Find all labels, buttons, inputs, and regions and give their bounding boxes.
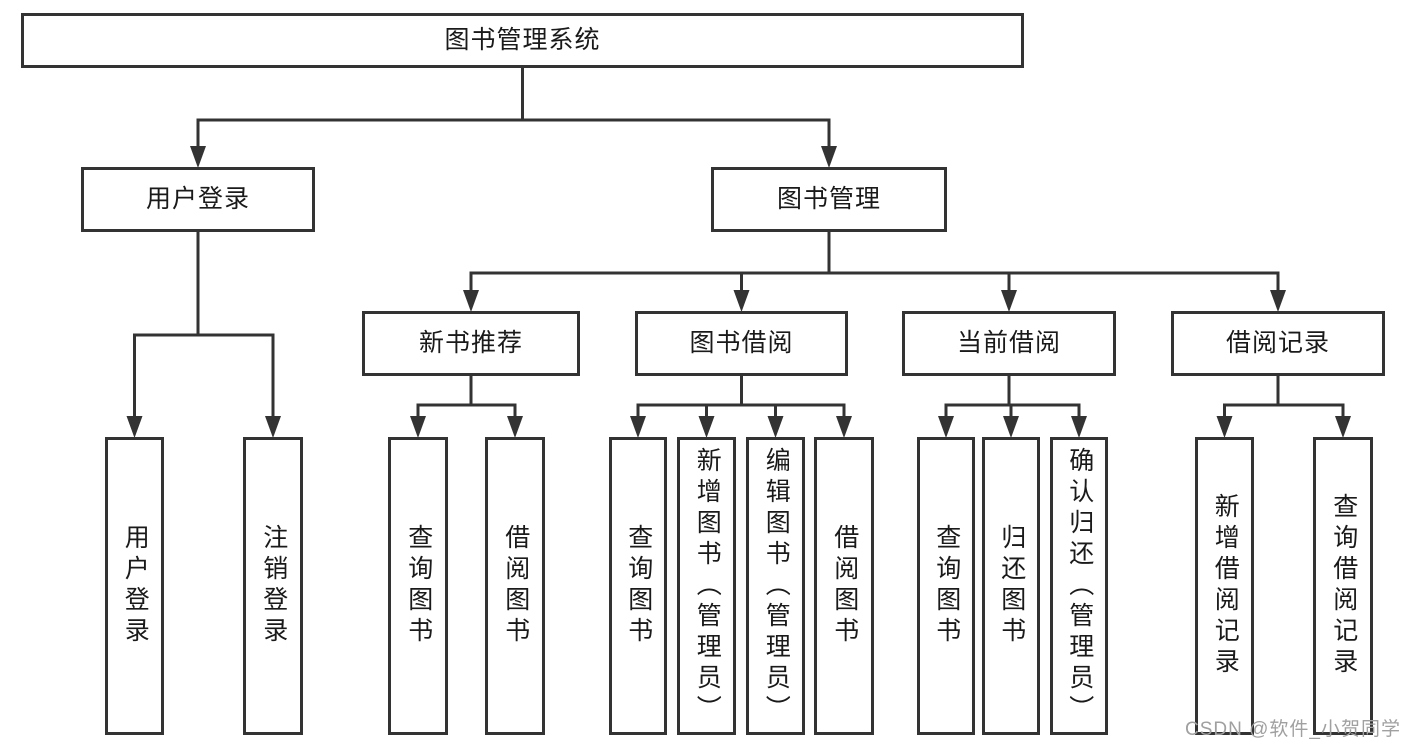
arrowhead-icon: [1335, 416, 1351, 438]
node-current-borrow: 当前借阅: [902, 311, 1116, 376]
node-label-v-confirm-return: 确认归还（管理员）: [1065, 446, 1094, 726]
arrowhead-icon: [767, 416, 784, 438]
node-label-v-query-book-3: 查询图书: [932, 524, 961, 648]
node-label-v-borrow-book-1: 借阅图书: [501, 524, 530, 648]
arrowhead-icon: [698, 416, 715, 438]
node-label-user-login: 用户登录: [145, 185, 250, 214]
node-label-v-add-record: 新增借阅记录: [1211, 493, 1240, 679]
arrowhead-icon: [1003, 416, 1019, 438]
arrowhead-icon: [463, 290, 479, 312]
node-v-confirm-return: 确认归还（管理员）: [1050, 437, 1108, 735]
arrowhead-icon: [1270, 290, 1286, 312]
arrowhead-icon: [836, 416, 852, 438]
node-v-query-book-2: 查询图书: [609, 437, 667, 735]
node-v-query-book-3: 查询图书: [917, 437, 975, 735]
arrowhead-icon: [190, 146, 206, 168]
arrowhead-icon: [938, 416, 954, 438]
node-label-v-query-book-1: 查询图书: [404, 524, 433, 648]
node-label-v-user-login: 用户登录: [121, 524, 150, 648]
node-label-root: 图书管理系统: [444, 26, 601, 55]
connector-lines: [133, 66, 1345, 421]
arrowhead-icon: [733, 290, 750, 312]
node-label-v-logout: 注销登录: [259, 524, 288, 648]
node-v-return-book: 归还图书: [982, 437, 1040, 735]
node-label-borrow-records: 借阅记录: [1225, 329, 1330, 358]
node-book-borrow: 图书借阅: [635, 311, 848, 376]
arrowhead-icon: [1001, 290, 1017, 312]
node-v-borrow-book-2: 借阅图书: [814, 437, 874, 735]
node-label-v-query-book-2: 查询图书: [624, 524, 653, 648]
watermark: CSDN @软件_小贺同学: [1185, 719, 1401, 740]
node-label-v-borrow-book-2: 借阅图书: [830, 524, 859, 648]
node-v-edit-book: 编辑图书（管理员）: [746, 437, 805, 735]
node-label-v-add-book: 新增图书（管理员）: [693, 446, 722, 726]
node-v-add-book: 新增图书（管理员）: [677, 437, 736, 735]
arrowhead-icon: [1216, 416, 1233, 438]
node-label-v-query-record: 查询借阅记录: [1329, 493, 1358, 679]
arrowhead-icon: [507, 416, 523, 438]
arrowhead-icon: [410, 416, 426, 438]
node-v-add-record: 新增借阅记录: [1195, 437, 1254, 735]
arrowhead-icon: [265, 416, 281, 438]
node-label-book-mgmt: 图书管理: [776, 185, 881, 214]
node-label-current-borrow: 当前借阅: [956, 329, 1061, 358]
node-label-book-borrow: 图书借阅: [689, 329, 794, 358]
node-label-v-edit-book: 编辑图书（管理员）: [762, 446, 791, 726]
node-borrow-records: 借阅记录: [1171, 311, 1385, 376]
node-label-v-return-book: 归还图书: [997, 524, 1026, 648]
node-book-mgmt: 图书管理: [711, 167, 947, 232]
node-v-query-book-1: 查询图书: [388, 437, 448, 735]
node-v-borrow-book-1: 借阅图书: [485, 437, 545, 735]
node-v-query-record: 查询借阅记录: [1313, 437, 1373, 735]
node-user-login: 用户登录: [81, 167, 315, 232]
node-new-book-rec: 新书推荐: [362, 311, 580, 376]
arrowhead-icon: [1071, 416, 1087, 438]
node-v-logout: 注销登录: [243, 437, 303, 735]
node-v-user-login: 用户登录: [105, 437, 164, 735]
node-label-new-book-rec: 新书推荐: [418, 329, 523, 358]
arrowhead-icon: [821, 146, 837, 168]
arrowhead-icon: [126, 416, 143, 438]
arrowhead-icon: [630, 416, 646, 438]
node-root: 图书管理系统: [21, 13, 1024, 68]
